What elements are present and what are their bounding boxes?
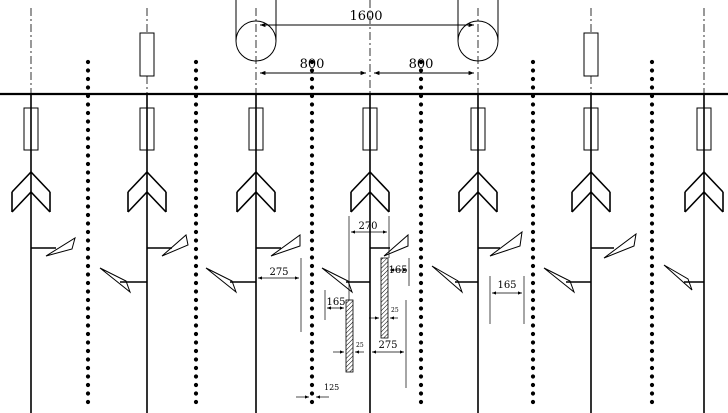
tower-unit-4 — [321, 94, 409, 413]
dim-1600: 1600 — [349, 9, 382, 24]
dim-275-left: 275 — [269, 267, 288, 278]
pulley-assembly — [235, 0, 499, 62]
dim-165-right-group: 165 — [497, 280, 516, 291]
tower-unit-7 — [663, 94, 724, 413]
tower-unit-2 — [99, 94, 189, 413]
dim-25-left: 25 — [356, 342, 364, 349]
dim-125: 125 — [324, 383, 339, 392]
upper-rect-left — [139, 32, 155, 77]
tower-unit-1 — [11, 94, 76, 413]
tower-unit-3 — [205, 94, 301, 413]
dim-270: 270 — [358, 221, 377, 232]
upper-rect-right — [583, 32, 599, 77]
dim-165-center-left: 165 — [326, 297, 345, 308]
tower-unit-6 — [543, 94, 637, 413]
tower-units — [11, 94, 724, 413]
centerlines — [30, 0, 705, 94]
detail-dimensions — [258, 216, 525, 399]
top-dimensions — [260, 22, 474, 76]
dim-25-right: 25 — [391, 307, 399, 314]
dim-800-right: 800 — [409, 57, 434, 72]
dotted-lines — [85, 59, 655, 413]
hatched-bar-right — [380, 257, 389, 339]
tower-unit-5 — [431, 94, 523, 413]
dim-165-right-of-bar: 165 — [388, 265, 407, 276]
dim-800-left: 800 — [300, 57, 325, 72]
hatched-bar-left — [345, 299, 354, 373]
dim-275-center: 275 — [378, 340, 397, 351]
